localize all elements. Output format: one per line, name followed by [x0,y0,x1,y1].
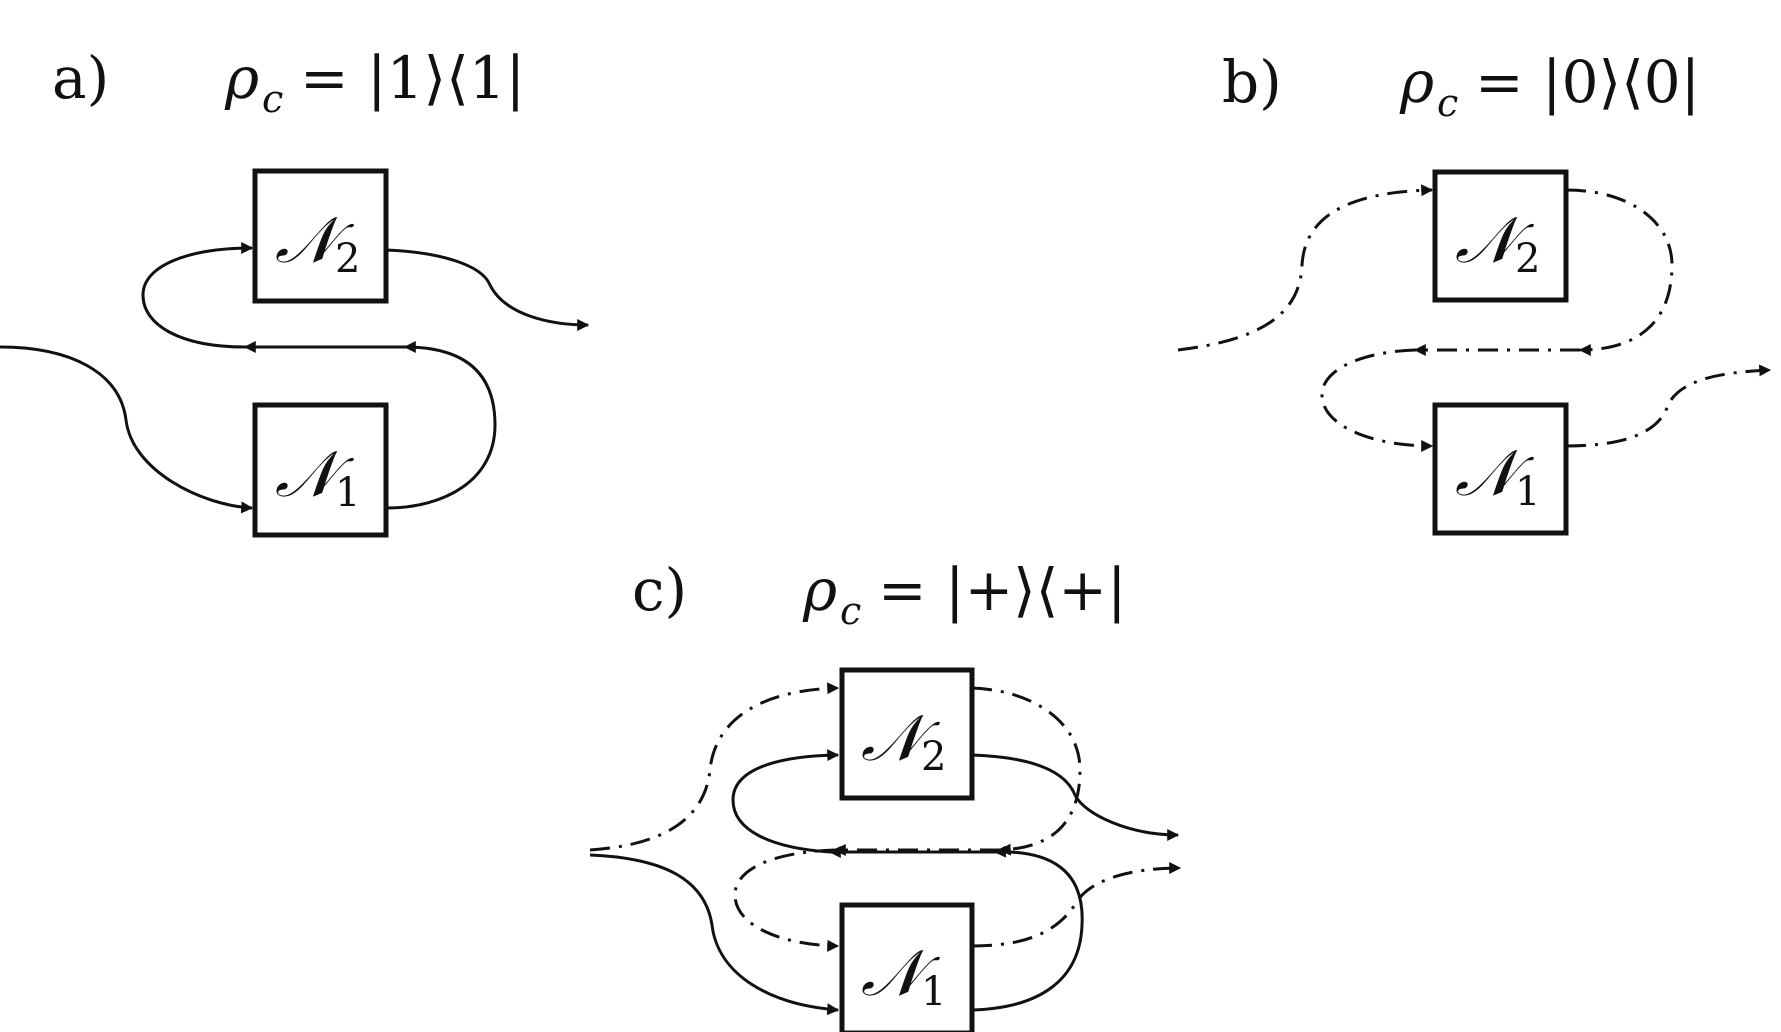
panel-b-wire-output [1565,364,1772,448]
panel-c-solid-input [589,853,840,1016]
panel-b-wire-n2-out [1565,188,1674,356]
panel-c-n1-subscript: 1 [921,969,946,1015]
panel-a-wire-loop [141,242,254,349]
panel-a-n1-subscript: 1 [335,470,360,516]
panel-c-box-n1: 𝒩 1 [839,902,975,1032]
panel-b-box-n1: 𝒩 1 [1432,402,1569,536]
panel-c-rho-subscript: c [840,589,861,633]
panel-c-n2-subscript: 2 [921,734,946,780]
panel-c-box-n2: 𝒩 2 [839,667,975,801]
panel-a: a) ρ c = |1⟩⟨1| 𝒩 2 𝒩 1 [0,44,590,538]
panel-b-control-state: = |0⟩⟨0| [1475,48,1700,116]
panel-a-box-n1: 𝒩 1 [252,402,389,538]
panel-b-rho: ρ [1399,48,1434,116]
panel-b-box-n2: 𝒩 2 [1432,169,1569,303]
panel-c-rho: ρ [802,556,837,624]
panel-c-control-state: = |+⟩⟨+| [878,556,1127,624]
panel-a-wire-output [385,248,590,331]
panel-a-n2-subscript: 2 [335,236,360,282]
panel-b-wire-input [1177,184,1434,352]
panel-b-letter: b) [1222,48,1282,116]
panel-a-rho: ρ [224,44,259,112]
panel-c-solid-n1-out [971,845,1084,1012]
panel-c: c) ρ c = |+⟩⟨+| 𝒩 2 𝒩 1 [589,556,1182,1032]
panel-b-rho-subscript: c [1437,81,1458,125]
panel-a-wire-input [0,345,254,514]
panel-a-letter: a) [52,44,109,112]
panel-b-wire-loop [1320,348,1434,452]
panel-b-n1-subscript: 1 [1515,469,1540,515]
panel-c-solid-loop [731,749,840,854]
panel-c-letter: c) [632,556,687,624]
panel-a-rho-subscript: c [262,77,283,121]
panel-a-wire-n1-out [385,341,497,510]
panel-b-n2-subscript: 2 [1515,236,1540,282]
panel-c-dashed-n2-out [971,686,1082,856]
panel-c-dashed-input [589,682,840,852]
panel-c-solid-output [971,753,1180,841]
panel-c-dashed-output [971,862,1182,948]
panel-b: b) ρ c = |0⟩⟨0| 𝒩 2 𝒩 1 [1177,48,1772,536]
panel-a-control-state: = |1⟩⟨1| [300,44,525,112]
panel-c-dashed-loop [733,848,840,952]
panel-a-box-n2: 𝒩 2 [252,168,389,304]
